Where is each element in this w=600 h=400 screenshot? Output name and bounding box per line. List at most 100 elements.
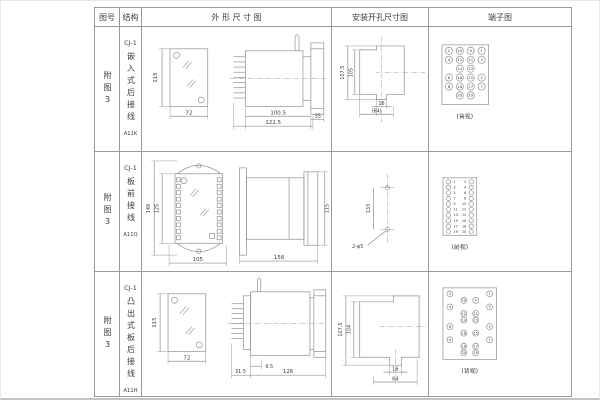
dim-width: 105	[193, 257, 203, 263]
terminal-circle	[477, 82, 486, 91]
terminal-number: 5	[489, 325, 491, 329]
terminal-block	[442, 287, 497, 360]
terminal-number: 10	[457, 49, 462, 53]
dim-flange-depth: 35	[315, 113, 321, 119]
terminal-number: 7	[453, 197, 455, 201]
structure-row2: CJ-1 板前接线 A11Q	[120, 152, 142, 272]
structure-description: 板前接线	[126, 177, 136, 225]
terminal-number: 18	[457, 85, 462, 89]
terminal-number: 4	[464, 185, 467, 189]
front-view: 149 125 105	[146, 160, 227, 267]
header-terminal-diagram: 端子图	[429, 8, 572, 27]
figure-number-text: 附图3	[103, 193, 112, 230]
terminal-number: 14	[462, 318, 466, 322]
terminal-circle	[466, 55, 475, 64]
terminal-circle	[466, 46, 475, 55]
terminal-number: 16	[457, 76, 462, 80]
terminal-circle	[468, 229, 474, 235]
terminal-number: 19	[453, 230, 457, 234]
view-label: (背视)	[461, 367, 478, 375]
mounting-screw-hole	[195, 341, 203, 349]
corner-hole	[180, 177, 188, 185]
terminal-number: 20	[462, 351, 466, 355]
structure-code: A11K	[123, 131, 138, 137]
outline-row3-svg: 115 72 9.5	[152, 277, 327, 379]
terminal-number: 6	[464, 191, 466, 195]
terminal-number: 19	[474, 351, 478, 355]
terminal-circle	[472, 316, 480, 324]
mounting-row2-svg: 133 2-φ5	[352, 173, 395, 250]
dim-inner-height: 105	[348, 68, 354, 77]
terminal-circle	[455, 46, 464, 55]
bottom-arc	[176, 242, 221, 253]
terminal-circle	[445, 184, 451, 190]
terminal-circle	[486, 303, 493, 311]
terminal-circle	[468, 179, 474, 185]
header-mounting-hole-dimensions: 安装开孔尺寸图	[332, 8, 429, 27]
view-label: (背视)	[457, 112, 474, 120]
dim-opening-width: (64)	[371, 109, 381, 115]
dim-fin-depth: 31.5	[235, 369, 246, 375]
terminal-circle	[444, 55, 453, 64]
dim-opening-width: 64	[392, 377, 398, 383]
terminal-circle	[455, 82, 464, 91]
terminal-circle	[468, 201, 474, 207]
terminal-number: 6	[449, 325, 451, 329]
terminal-number: 10	[462, 202, 466, 206]
terminal-circle	[446, 336, 454, 343]
terminal-circle	[466, 91, 475, 100]
terminal-number: 11	[453, 208, 457, 212]
structure-row1: CJ-1 嵌入式后接线 A11K	[120, 27, 142, 152]
dim-notch-width: 16	[378, 101, 384, 107]
header-structure: 结构	[120, 8, 142, 27]
screw	[196, 163, 202, 169]
terminal-fins	[233, 56, 246, 99]
model-name: CJ-1	[124, 284, 137, 292]
terminal-circle	[460, 310, 468, 317]
terminal-circle	[466, 73, 475, 82]
figure-number-text: 附图3	[103, 315, 112, 353]
terminal-number: 14	[457, 67, 462, 71]
front-flange	[310, 42, 325, 115]
dim-outer-height: 107.5	[338, 322, 344, 336]
terminal-number: 3	[453, 185, 455, 189]
terminal-number: 20	[457, 94, 462, 98]
rear-cap	[313, 289, 327, 358]
outline-drawing-row3: 115 72 9.5	[142, 272, 332, 397]
glass-hatch-marks	[179, 306, 196, 335]
terminal-number: 13	[453, 213, 457, 217]
terminal-circle	[472, 297, 480, 304]
corner-square	[209, 232, 216, 239]
terminal-number: 20	[462, 230, 466, 234]
terminal-circle	[445, 229, 451, 235]
mounting-screw-hole	[173, 51, 180, 59]
terminal-circle	[455, 73, 464, 82]
terminal-number: 3	[480, 58, 483, 62]
terminal-number: 15	[468, 76, 473, 80]
terminal-circle	[468, 218, 474, 224]
dim-body-depth: 100.5	[270, 110, 286, 116]
terminal-number: 5	[453, 191, 455, 195]
terminal-circle	[468, 223, 474, 229]
terminal-number: 1	[453, 180, 455, 184]
terminal-number: 9	[475, 299, 477, 303]
terminal-number: 4	[448, 58, 451, 62]
dim-length: 156	[274, 255, 285, 261]
terminal-number: 12	[462, 312, 466, 316]
dim-total-depth: 122.5	[265, 120, 281, 126]
terminal-circle	[446, 303, 454, 311]
glass-hatch-marks	[189, 188, 209, 217]
terminal-number: 13	[474, 318, 478, 322]
terminal-number: 17	[468, 85, 473, 89]
terminal-circle	[468, 184, 474, 190]
terminal-circle	[460, 342, 468, 350]
mounting-plate	[243, 295, 251, 350]
terminal-number: 2	[449, 292, 451, 296]
dim-inner-height: 104	[346, 325, 352, 334]
dim-plate-depth: 9.5	[265, 364, 273, 370]
terminal-number: 5	[480, 76, 483, 80]
front-view: 115 72	[153, 48, 209, 120]
mounting-drawing-row3: 107.5 104 16 64	[332, 272, 429, 397]
